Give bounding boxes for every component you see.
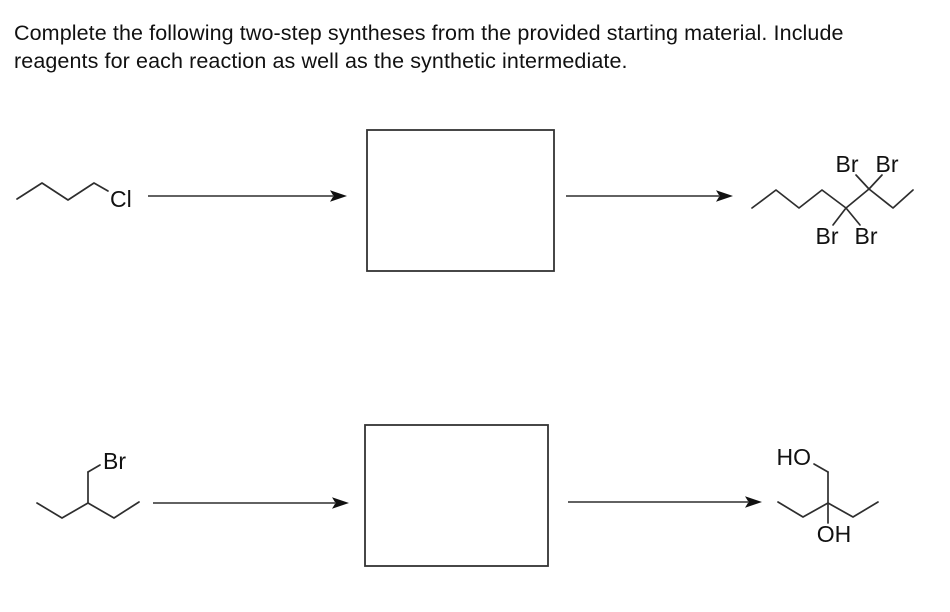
carbon-skeleton — [751, 188, 914, 209]
bromine-label-top-left: Br — [836, 151, 859, 177]
c-br-bond — [832, 207, 847, 226]
carbon-skeleton — [16, 182, 109, 201]
reaction-2-product-structure: HO OH — [777, 444, 879, 547]
instruction-line-2: reagents for each reaction as well as th… — [14, 49, 628, 73]
c-br-bond — [855, 174, 870, 190]
hydroxyl-label-top: HO — [777, 444, 812, 470]
bromine-label-top-right: Br — [876, 151, 899, 177]
reaction-1-arrow-2 — [566, 190, 733, 202]
arrow-head-icon — [330, 190, 347, 202]
chlorine-atom-label: Cl — [110, 186, 132, 212]
reaction-1-product-structure: Br Br Br Br — [751, 151, 914, 249]
reaction-2-start-structure: Br — [36, 448, 140, 519]
bromine-atom-label: Br — [103, 448, 126, 474]
intermediate-answer-box-1[interactable] — [366, 129, 555, 272]
bromine-label-bottom-right: Br — [855, 223, 878, 249]
arrow-head-icon — [332, 497, 349, 509]
carbon-skeleton — [36, 501, 140, 519]
arrow-head-icon — [745, 496, 762, 508]
reaction-2: Br HO OH — [36, 424, 879, 567]
bromine-label-bottom-left: Br — [816, 223, 839, 249]
reaction-1-arrow-1 — [148, 190, 347, 202]
instruction-line-1: Complete the following two-step synthese… — [14, 21, 844, 45]
reaction-1: Cl Br — [16, 129, 914, 272]
c-br-bond — [845, 207, 861, 226]
instructions-text: Complete the following two-step synthese… — [14, 19, 914, 75]
reaction-1-start-structure: Cl — [16, 182, 132, 212]
c-o-bond — [813, 463, 829, 473]
hydroxyl-label-bottom: OH — [817, 521, 852, 547]
intermediate-answer-box-2[interactable] — [364, 424, 549, 567]
reaction-2-arrow-1 — [153, 497, 349, 509]
c-br-bond — [87, 464, 101, 473]
arrow-head-icon — [716, 190, 733, 202]
c-br-bond — [868, 174, 883, 190]
reaction-2-arrow-2 — [568, 496, 762, 508]
